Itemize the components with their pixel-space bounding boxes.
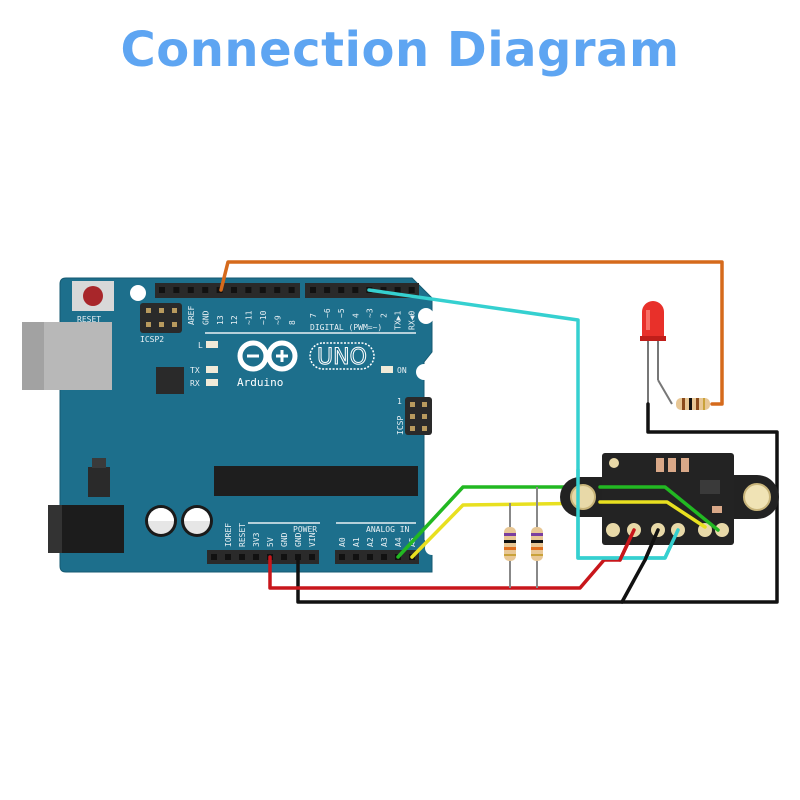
wire-green-a4-top [598, 485, 720, 532]
arduino-logo: UNO Arduino [237, 340, 375, 389]
uno-text: UNO [317, 345, 367, 370]
header-pin[interactable] [173, 287, 180, 293]
on-label: ON [397, 366, 407, 375]
pin-label: A2 [366, 537, 375, 547]
icsp2-header [140, 303, 182, 333]
pin-label: RX◀0 [408, 311, 417, 330]
pin-label: 12 [230, 315, 239, 325]
header-pin[interactable] [380, 287, 387, 293]
header-pin[interactable] [352, 287, 359, 293]
reset-button[interactable] [72, 281, 114, 311]
pin-label: 13 [216, 315, 225, 325]
pin-label: 2 [380, 313, 389, 318]
header-pin[interactable] [159, 287, 165, 293]
header-pin[interactable] [245, 287, 252, 293]
header-pin[interactable] [394, 287, 401, 293]
arduino-text: Arduino [237, 376, 283, 389]
pin-label: ~9 [273, 315, 282, 325]
header-pin[interactable] [202, 287, 209, 293]
header-pin[interactable] [338, 287, 345, 293]
pullup-resistor-sda [504, 503, 516, 588]
digital-label: DIGITAL (PWM=~) [310, 323, 382, 332]
header-pin[interactable] [324, 287, 331, 293]
tx-label: TX [190, 366, 200, 375]
capacitor [145, 505, 177, 537]
capacitor [181, 505, 213, 537]
header-pin[interactable] [309, 554, 315, 560]
pin-label: 8 [288, 320, 297, 325]
pin-label: 5V [266, 537, 275, 547]
header-pin[interactable] [339, 554, 345, 560]
wire-yellow-a5-top [598, 500, 707, 529]
pin-label: TX▶1 [394, 311, 403, 330]
pin-label: A1 [352, 537, 361, 547]
header-pin[interactable] [253, 554, 259, 560]
usb-chip [156, 367, 184, 394]
pin-label: VIN [308, 532, 317, 547]
led-l-label: L [198, 341, 203, 350]
header-pin[interactable] [353, 554, 359, 560]
rx-label: RX [190, 379, 200, 388]
pin-label: GND [201, 310, 210, 325]
voltage-regulator [88, 467, 110, 497]
header-pin[interactable] [225, 554, 231, 560]
pullup-resistor-scl [531, 487, 543, 588]
header-pin[interactable] [310, 287, 316, 293]
pin-label: A4 [394, 537, 403, 547]
header-pin[interactable] [187, 287, 194, 293]
header-pin[interactable] [288, 287, 295, 293]
led-on [381, 366, 393, 373]
led-l [206, 341, 218, 348]
pin-label: 7 [309, 313, 318, 318]
pin-label: A3 [380, 537, 389, 547]
header-pin[interactable] [367, 554, 373, 560]
icsp-header [405, 397, 432, 435]
pin-label: IOREF [224, 523, 233, 547]
icsp-label: ICSP [396, 416, 405, 435]
pin-label: ~10 [259, 310, 268, 325]
analog-header[interactable] [335, 550, 419, 564]
led-tx [206, 366, 218, 373]
pin-label: ~6 [323, 308, 332, 318]
atmega-chip [214, 466, 418, 496]
reset-label: RESET [77, 315, 101, 324]
tof-sensor-module [560, 453, 779, 545]
wire-red-5v-top [618, 528, 636, 562]
header-pin[interactable] [408, 287, 415, 293]
power-header[interactable] [207, 550, 319, 564]
icsp2-label: ICSP2 [140, 335, 164, 344]
header-pin[interactable] [259, 287, 266, 293]
resistor-led [676, 398, 710, 410]
header-pin[interactable] [281, 554, 287, 560]
power-label: POWER [293, 525, 317, 534]
pin-label: 3V3 [252, 532, 261, 547]
pin-label: GND [280, 532, 289, 547]
pin-label: ~3 [365, 308, 374, 318]
pin-label: A0 [338, 537, 347, 547]
red-led [640, 301, 673, 405]
digital-header-1[interactable] [155, 283, 300, 298]
pin-label: ~11 [245, 310, 254, 325]
header-pin[interactable] [231, 287, 237, 293]
header-pin[interactable] [274, 287, 281, 293]
icsp-pin1-label: 1 [397, 397, 402, 406]
analog-in-label: ANALOG IN [366, 525, 410, 534]
wire-orange-pin13 [219, 260, 724, 406]
wire-black-led-gnd [296, 402, 779, 604]
wire-black-sensor-top [643, 528, 660, 562]
pin-label: RESET [238, 523, 247, 547]
pin-label: GND [294, 532, 303, 547]
led-rx [206, 379, 218, 386]
page-title: Connection Diagram [120, 22, 680, 78]
header-pin[interactable] [381, 554, 387, 560]
header-pin[interactable] [211, 554, 217, 560]
header-pin[interactable] [239, 554, 245, 560]
pin-label: 4 [351, 313, 360, 318]
pin-label: ~5 [337, 308, 346, 318]
pin-label: AREF [187, 306, 196, 325]
